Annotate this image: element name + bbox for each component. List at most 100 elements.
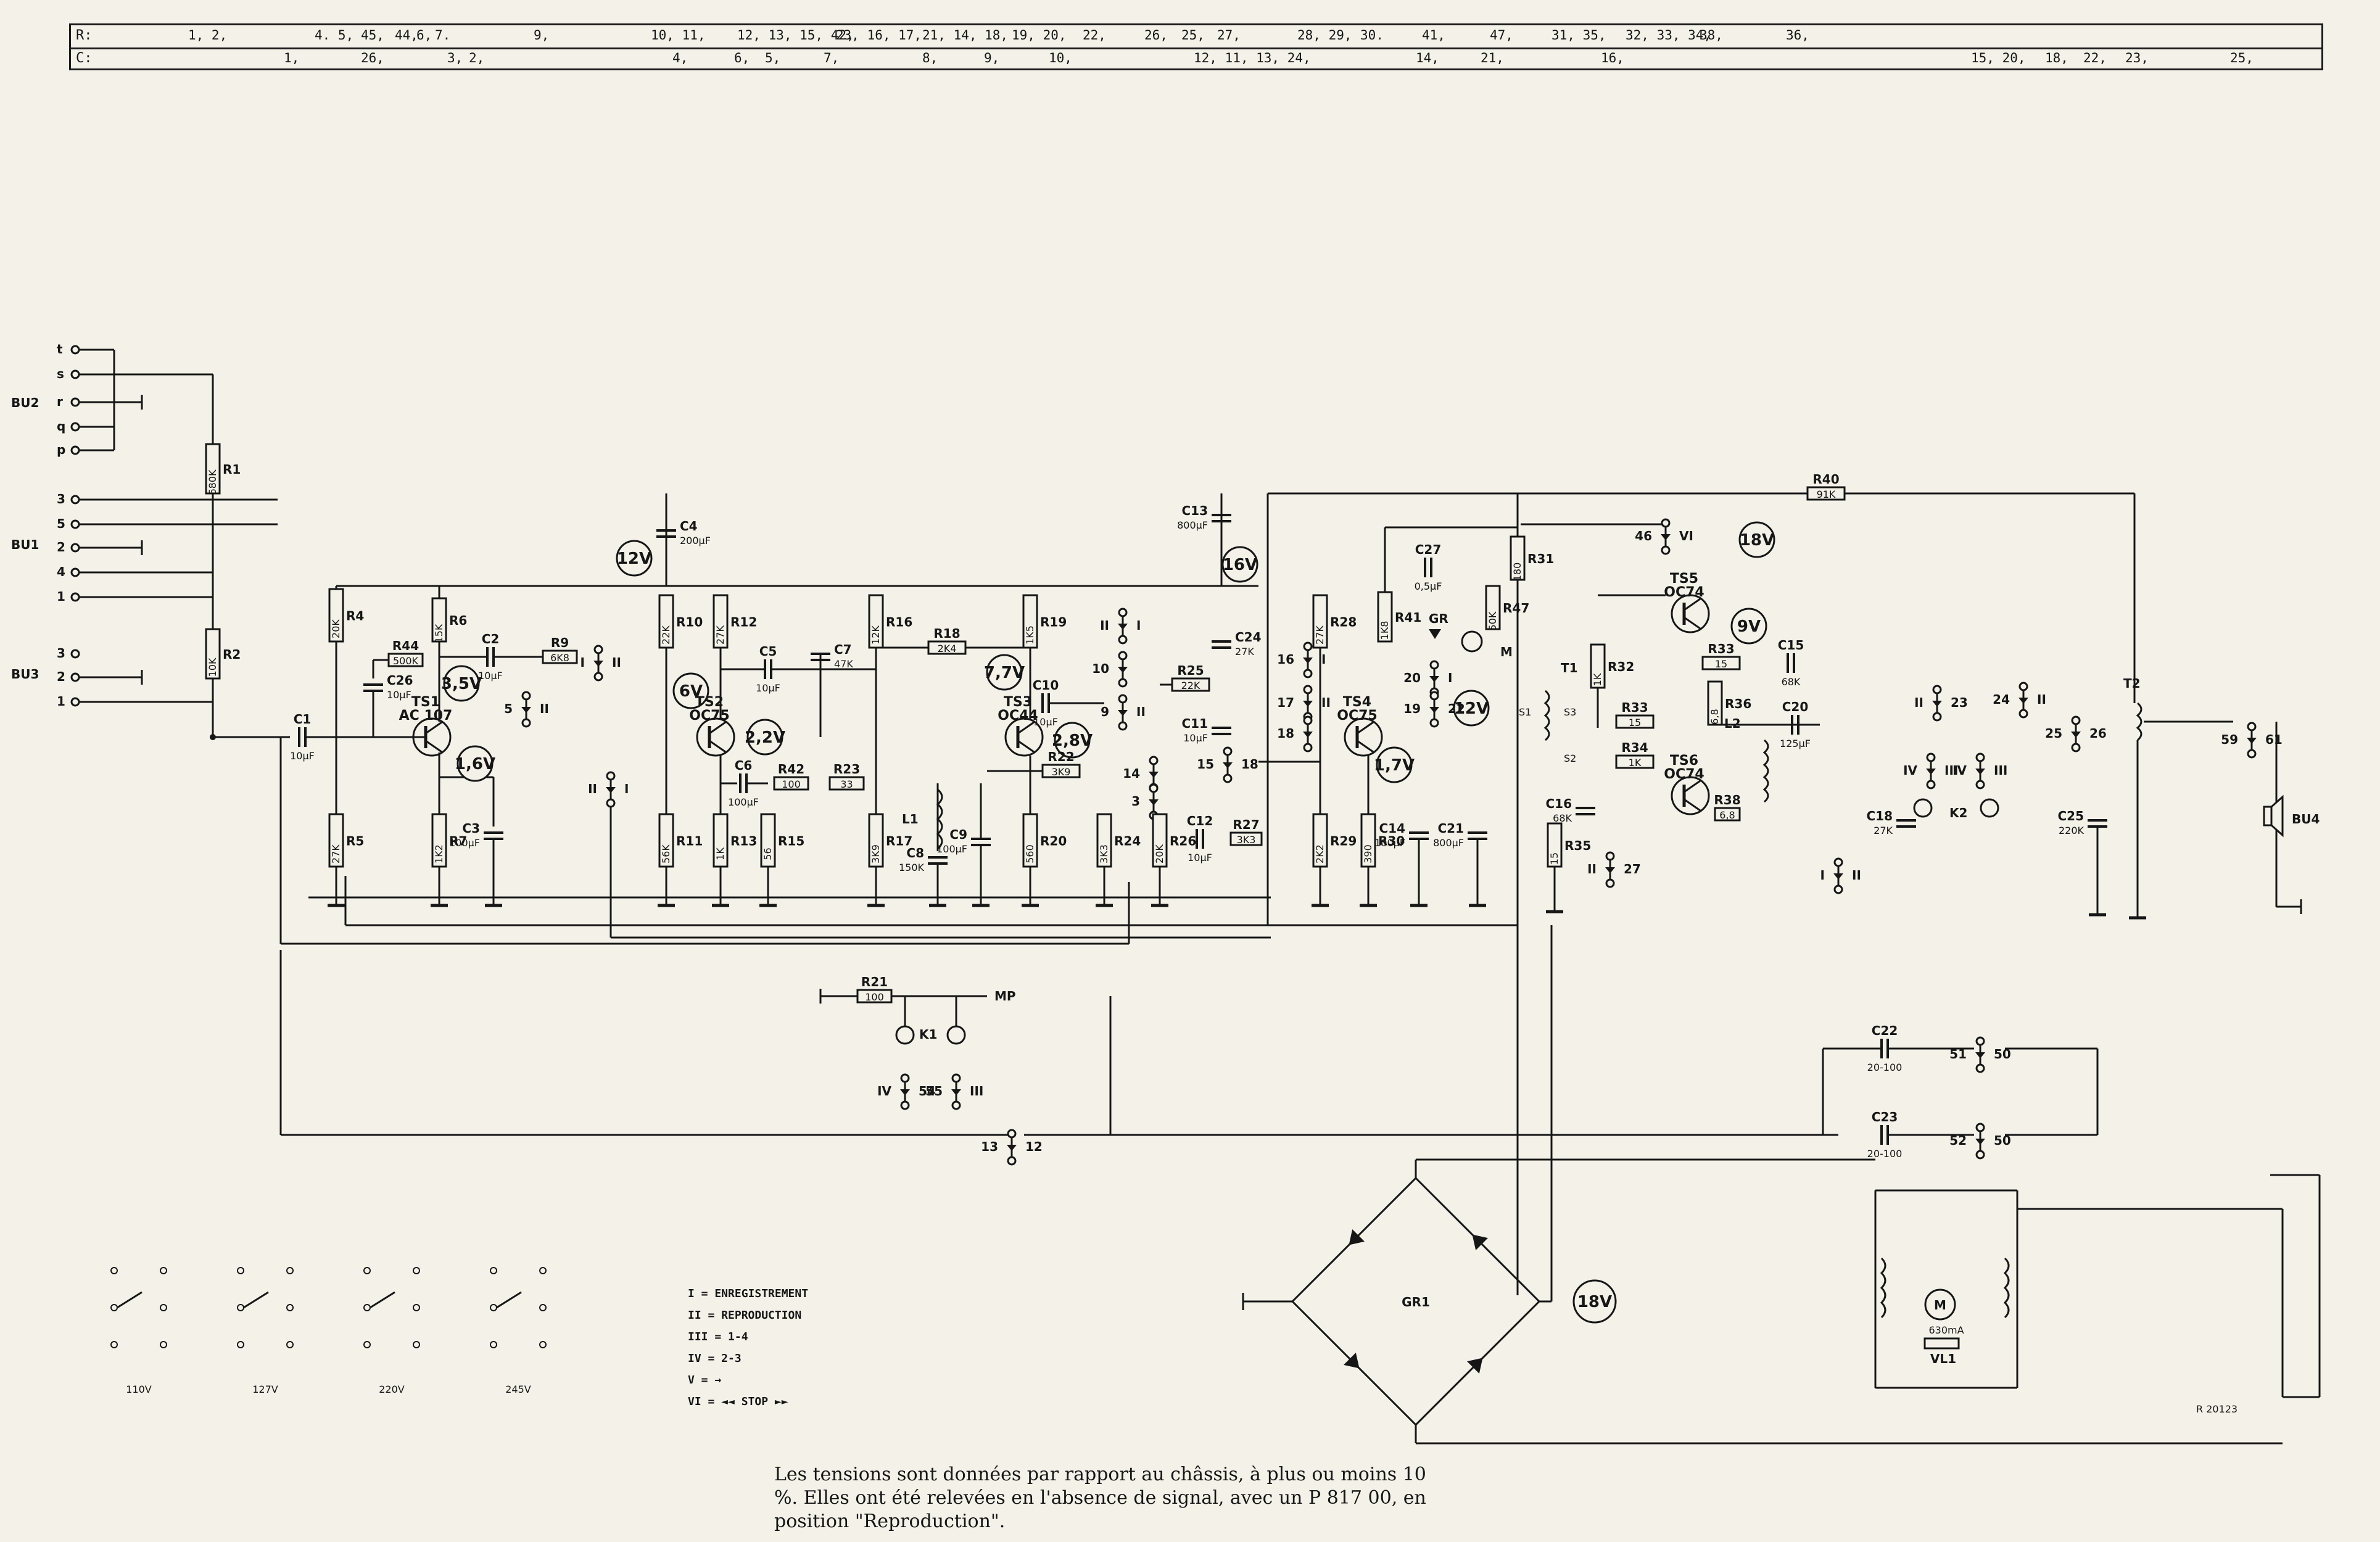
terminal [1661, 545, 1671, 555]
capacitor-ref: C21 [1437, 821, 1464, 836]
transistor-ts6 [1671, 776, 1710, 815]
voltage-reading: 9V [1737, 617, 1761, 636]
resistor-value: 100 [865, 991, 884, 1003]
switch-position-label: 3 [1131, 794, 1140, 809]
reference-cell-r: 7. [435, 28, 451, 43]
resistor-ref: R15 [778, 834, 804, 849]
reference-cell-c: 15, 20, [1971, 51, 2026, 65]
switch-position-label: II [1587, 862, 1597, 876]
resistor-value: 15K [433, 624, 445, 643]
selector-contact [363, 1267, 371, 1274]
resistor-value: 6K8 [550, 652, 569, 664]
connector-pin: q [57, 419, 65, 434]
bridge-diode [1344, 1353, 1360, 1369]
switch-position-label: 18 [1277, 726, 1294, 741]
capacitor-value: 10μF [1033, 716, 1058, 728]
relay-coil [946, 1025, 966, 1045]
voltage-reading: 2,2V [745, 728, 785, 747]
resistor-value: 22K [660, 625, 672, 645]
resistor-value: 56 [762, 847, 774, 860]
transistor-ts2 [696, 717, 735, 757]
resistor-value: 91K [1817, 489, 1836, 500]
terminal [70, 369, 80, 379]
selector-contact [363, 1341, 371, 1348]
transistor-ref: TS6 [1670, 753, 1698, 769]
resistor-ref: R1 [223, 462, 241, 477]
voltage-reading: 1,7V [1374, 756, 1415, 775]
resistor-r20 [1022, 813, 1038, 868]
selector-link [496, 1291, 522, 1309]
terminal [70, 697, 80, 707]
reference-cell-r: 23, 16, 17, [836, 28, 922, 43]
reference-cell-r: 21, 14, 18, [922, 28, 1009, 43]
transistor-ts3 [1004, 717, 1044, 757]
capacitor-ref: C9 [949, 827, 967, 842]
resistor-r15 [760, 813, 776, 868]
terminal [1975, 1063, 1985, 1073]
resistor-value: 15 [1715, 658, 1727, 670]
voltage-marker [1572, 1279, 1617, 1324]
terminal [1118, 635, 1128, 645]
terminal [1605, 878, 1615, 888]
selector-contact [286, 1341, 294, 1348]
selector-contact [237, 1304, 244, 1311]
switch-position-label: II [1852, 868, 1861, 883]
resistor-r7 [431, 813, 447, 868]
resistor-value: 2K4 [938, 643, 957, 654]
selector-contact [160, 1304, 167, 1311]
reference-cell-c: 16, [1601, 51, 1624, 65]
inductor-l1 [936, 788, 943, 850]
resistor-r13 [713, 813, 729, 868]
switch-contact [1932, 701, 1942, 707]
reference-cell-c: 21, [1481, 51, 1504, 65]
selector-contact [363, 1304, 371, 1311]
transformer-t2 [2136, 702, 2142, 741]
resistor-value: 6,8 [1709, 709, 1721, 724]
voltage-note: Les tensions sont données par rapport au… [774, 1464, 1426, 1532]
transistor-emitter [1684, 616, 1701, 630]
motor-label: M [1934, 1298, 1946, 1313]
voltage-marker [457, 745, 494, 782]
reference-cell-c: 4, [672, 51, 688, 65]
mains-transformer-primary [2003, 1257, 2010, 1319]
switch-contact [1303, 701, 1313, 707]
capacitor-value: 10μF [1188, 852, 1212, 864]
fuse-vl1 [1923, 1337, 1960, 1350]
switch-contact [1661, 534, 1671, 540]
switch-position-label: I [624, 781, 629, 796]
selector-contact [539, 1267, 547, 1274]
resistor-ref: R27 [1233, 817, 1259, 832]
terminal [1223, 746, 1233, 756]
resistor-value: 3K3 [1237, 834, 1256, 846]
selector-contact [413, 1341, 420, 1348]
switch-position-label: I [1321, 652, 1326, 667]
transistor-ts4 [1344, 717, 1383, 757]
terminal [1429, 660, 1439, 670]
selector-contact [286, 1267, 294, 1274]
capacitor-ref: C14 [1379, 821, 1405, 836]
transistor-ref: TS4 [1343, 695, 1371, 710]
transistor-ref: TS2 [695, 695, 724, 710]
voltage-reading: 18V [1740, 531, 1774, 550]
legend-entry: IV = 2-3 [688, 1352, 742, 1365]
legend-entry: II = REPRODUCTION [688, 1309, 802, 1322]
resistor-value: 27K [1314, 625, 1326, 645]
terminal [70, 649, 80, 659]
capacitor-ref: C25 [2057, 809, 2084, 823]
resistor-value: 390 [1362, 844, 1374, 864]
switch-position-label: 17 [1277, 695, 1294, 710]
capacitor-value: 27K [1235, 646, 1254, 658]
switch-position-label: 50 [1994, 1133, 2011, 1148]
transistor-collector [709, 721, 726, 735]
resistor-r5 [328, 813, 344, 868]
switch-contact [1118, 624, 1128, 630]
capacitor-ref: C8 [906, 846, 924, 860]
resistor-r31 [1510, 535, 1526, 581]
selector-contact [490, 1304, 497, 1311]
voltage-marker [746, 719, 783, 756]
capacitor-ref: C13 [1181, 503, 1208, 518]
resistor-value: 100 [782, 778, 801, 790]
capacitor-value: 10μF [290, 750, 315, 762]
selector-contact [160, 1267, 167, 1274]
